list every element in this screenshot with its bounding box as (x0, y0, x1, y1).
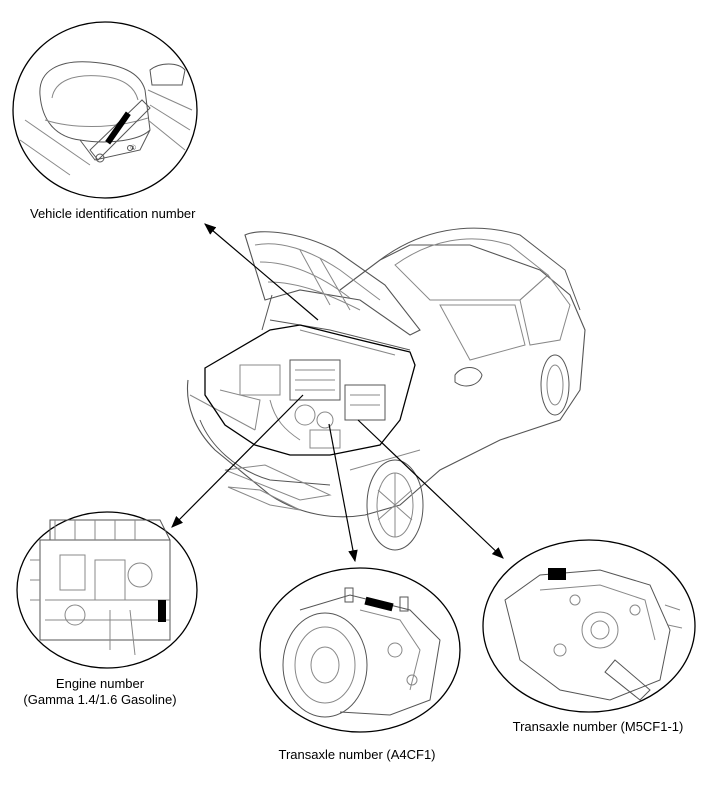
vin-detail-illustration: ① (12, 21, 198, 199)
transaxle-m5cf1-1-label: Transaxle number (M5CF1-1) (512, 719, 684, 734)
transaxle-a4cf1-callout-arrow (328, 423, 358, 563)
transaxle-m5cf1-1-callout-arrow (357, 419, 504, 559)
engine-detail-illustration (16, 511, 198, 669)
vin-ref-marker: ① (130, 144, 136, 152)
engine-callout-arrow (171, 394, 304, 528)
transaxle-a4cf1-label: Transaxle number (A4CF1) (278, 747, 436, 762)
car-illustration (186, 227, 586, 551)
vin-label: Vehicle identification number (30, 206, 196, 221)
transaxle-a4cf1-illustration (259, 567, 461, 733)
vin-callout-arrow (204, 223, 319, 321)
engine-label-line2: (Gamma 1.4/1.6 Gasoline) (23, 692, 177, 707)
engine-label-line1: Engine number (55, 676, 145, 691)
transaxle-m5cf1-1-illustration (482, 539, 696, 713)
